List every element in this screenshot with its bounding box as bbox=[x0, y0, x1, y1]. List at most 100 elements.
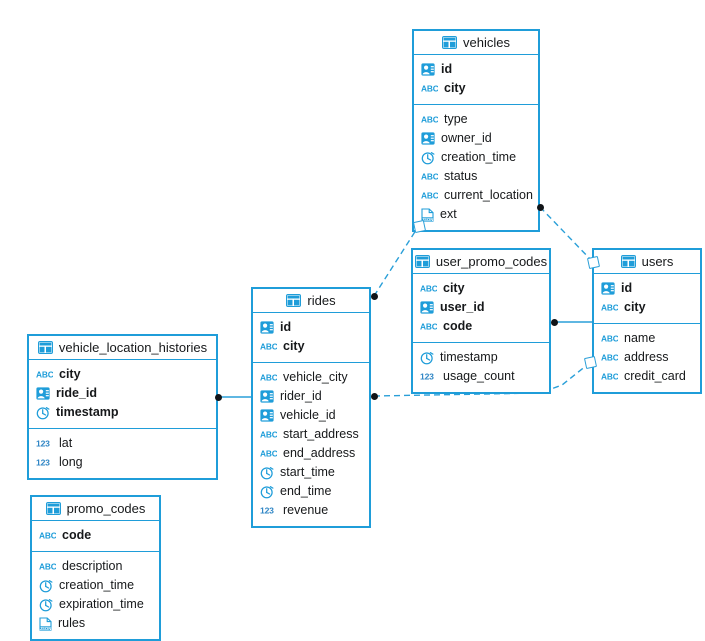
field-row[interactable]: id bbox=[594, 279, 700, 298]
table-grid-icon bbox=[414, 255, 430, 268]
field-row[interactable]: owner_id bbox=[414, 129, 538, 148]
field-row[interactable]: ABC code bbox=[32, 526, 159, 545]
relationship-endpoint-square[interactable] bbox=[583, 355, 598, 370]
table-grid-icon bbox=[286, 294, 302, 307]
field-row[interactable]: creation_time bbox=[414, 148, 538, 167]
field-row[interactable]: ABC name bbox=[594, 329, 700, 348]
field-row[interactable]: ABC city bbox=[29, 365, 216, 384]
id-card-icon bbox=[421, 132, 435, 145]
relationship-endpoint-dot[interactable] bbox=[536, 203, 544, 211]
field-row[interactable]: 123 lat bbox=[29, 434, 216, 453]
field-name: expiration_time bbox=[59, 597, 144, 612]
table-node-users[interactable]: users id ABC city ABC name ABC address A… bbox=[592, 248, 702, 394]
123-number-icon: 123 bbox=[260, 505, 277, 516]
field-row[interactable]: ride_id bbox=[29, 384, 216, 403]
relationship-endpoint-dot[interactable] bbox=[214, 393, 222, 401]
field-name: id bbox=[441, 62, 453, 77]
table-header-rides[interactable]: rides bbox=[253, 289, 369, 313]
abc-string-icon: ABC bbox=[260, 341, 277, 352]
table-node-rides[interactable]: rides id ABC city ABC vehicle_city rider… bbox=[251, 287, 371, 528]
field-row[interactable]: ABC city bbox=[594, 298, 700, 317]
field-name: code bbox=[62, 528, 92, 543]
table-node-promo_codes[interactable]: promo_codes ABC code ABC description cre… bbox=[30, 495, 161, 641]
field-row[interactable]: ABC end_address bbox=[253, 444, 369, 463]
abc-string-icon: ABC bbox=[601, 371, 618, 382]
field-row[interactable]: creation_time bbox=[32, 576, 159, 595]
field-row[interactable]: user_id bbox=[413, 298, 549, 317]
table-node-vehicle_location_histories[interactable]: vehicle_location_histories ABC city ride… bbox=[27, 334, 218, 480]
field-name: city bbox=[283, 339, 305, 354]
field-row[interactable]: ABC current_location bbox=[414, 186, 538, 205]
field-row[interactable]: ABC start_address bbox=[253, 425, 369, 444]
field-name: ext bbox=[440, 207, 457, 222]
primary-key-section: ABC city user_id ABC code bbox=[413, 274, 549, 343]
table-header-vehicle_location_histories[interactable]: vehicle_location_histories bbox=[29, 336, 216, 360]
field-row[interactable]: ABC city bbox=[413, 279, 549, 298]
table-header-vehicles[interactable]: vehicles bbox=[414, 31, 538, 55]
abc-string-icon: ABC bbox=[260, 448, 277, 459]
field-row[interactable]: ABC code bbox=[413, 317, 549, 336]
field-name: vehicle_id bbox=[280, 408, 336, 423]
table-title: vehicle_location_histories bbox=[58, 340, 208, 355]
table-node-user_promo_codes[interactable]: user_promo_codes ABC city user_id ABC co… bbox=[411, 248, 551, 394]
field-row[interactable]: ABC credit_card bbox=[594, 367, 700, 386]
field-row[interactable]: ABC description bbox=[32, 557, 159, 576]
column-section: ABC description creation_time expiration… bbox=[32, 552, 159, 639]
svg-text:JSON: JSON bbox=[40, 626, 52, 631]
svg-text:123: 123 bbox=[420, 372, 434, 382]
svg-text:123: 123 bbox=[36, 458, 50, 468]
abc-string-icon: ABC bbox=[39, 561, 56, 572]
clock-icon bbox=[420, 351, 434, 365]
field-row[interactable]: vehicle_id bbox=[253, 406, 369, 425]
table-grid-icon bbox=[45, 502, 61, 515]
field-row[interactable]: ABC status bbox=[414, 167, 538, 186]
table-header-user_promo_codes[interactable]: user_promo_codes bbox=[413, 250, 549, 274]
field-row[interactable]: ABC city bbox=[253, 337, 369, 356]
field-row[interactable]: JSON rules bbox=[32, 614, 159, 633]
field-row[interactable]: 123 revenue bbox=[253, 501, 369, 520]
svg-text:JSON: JSON bbox=[422, 217, 434, 222]
field-name: description bbox=[62, 559, 123, 574]
relationship-endpoint-square[interactable] bbox=[586, 255, 601, 270]
table-header-users[interactable]: users bbox=[594, 250, 700, 274]
field-row[interactable]: id bbox=[414, 60, 538, 79]
field-row[interactable]: rider_id bbox=[253, 387, 369, 406]
relationship-endpoint-dot[interactable] bbox=[370, 392, 378, 400]
field-row[interactable]: start_time bbox=[253, 463, 369, 482]
svg-text:ABC: ABC bbox=[601, 334, 618, 344]
clock-icon bbox=[260, 485, 274, 499]
field-name: end_time bbox=[280, 484, 332, 499]
clock-icon bbox=[36, 406, 50, 420]
field-row[interactable]: ABC address bbox=[594, 348, 700, 367]
field-row[interactable]: timestamp bbox=[413, 348, 549, 367]
relationship-endpoint-dot[interactable] bbox=[550, 318, 558, 326]
id-card-icon bbox=[420, 301, 434, 314]
table-header-promo_codes[interactable]: promo_codes bbox=[32, 497, 159, 521]
table-node-vehicles[interactable]: vehicles id ABC city ABC type owner_id c… bbox=[412, 29, 540, 232]
field-row[interactable]: JSON ext bbox=[414, 205, 538, 224]
relationship-endpoint-square[interactable] bbox=[412, 219, 427, 234]
field-name: timestamp bbox=[440, 350, 498, 365]
field-row[interactable]: id bbox=[253, 318, 369, 337]
field-name: revenue bbox=[283, 503, 329, 518]
abc-string-icon: ABC bbox=[260, 372, 277, 383]
relationship-endpoint-dot[interactable] bbox=[370, 292, 378, 300]
field-row[interactable]: timestamp bbox=[29, 403, 216, 422]
json-document-icon: JSON bbox=[39, 616, 52, 631]
column-section: timestamp 123 usage_count bbox=[413, 343, 549, 392]
field-row[interactable]: ABC vehicle_city bbox=[253, 368, 369, 387]
svg-text:123: 123 bbox=[36, 439, 50, 449]
primary-key-section: ABC city ride_id timestamp bbox=[29, 360, 216, 429]
abc-string-icon: ABC bbox=[601, 302, 618, 313]
field-row[interactable]: 123 usage_count bbox=[413, 367, 549, 386]
abc-string-icon: ABC bbox=[39, 530, 56, 541]
field-row[interactable]: ABC city bbox=[414, 79, 538, 98]
field-name: user_id bbox=[440, 300, 485, 315]
field-name: id bbox=[621, 281, 633, 296]
field-row[interactable]: end_time bbox=[253, 482, 369, 501]
field-row[interactable]: expiration_time bbox=[32, 595, 159, 614]
field-row[interactable]: ABC type bbox=[414, 110, 538, 129]
field-name: start_address bbox=[283, 427, 359, 442]
field-row[interactable]: 123 long bbox=[29, 453, 216, 472]
table-title: users bbox=[641, 254, 674, 269]
